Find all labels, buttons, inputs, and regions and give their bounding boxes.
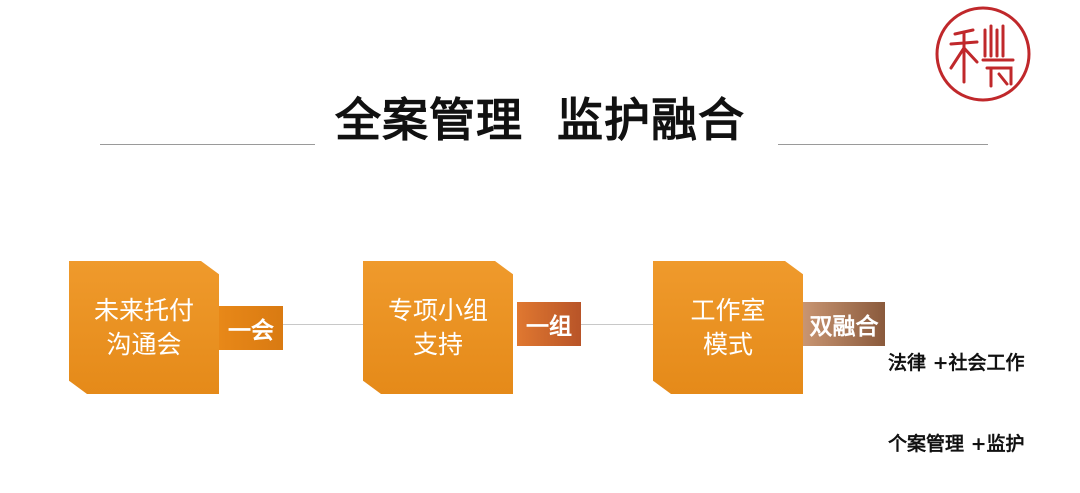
page-title: 全案管理 监护融合 [334, 93, 746, 147]
title-rule-right [778, 144, 988, 145]
title-rule-left [100, 144, 315, 145]
step-box-2: 专项小组 支持 [363, 261, 513, 394]
step-3-line-1: 工作室 [690, 295, 766, 325]
description-line-1: 法律 +社会工作 [888, 352, 1025, 374]
connector-line-2 [581, 324, 653, 325]
step-2-line-2: 支持 [412, 329, 463, 359]
description-line-2: 个案管理 +监护 [888, 433, 1025, 455]
step-box-1: 未来托付 沟通会 [69, 261, 219, 394]
step-tag-1: 一会 [219, 306, 283, 350]
connector-line-1 [283, 324, 363, 325]
step-1-line-2: 沟通会 [106, 329, 182, 359]
step-2-line-1: 专项小组 [387, 295, 488, 325]
step-3-line-2: 模式 [702, 329, 753, 359]
step-1-line-1: 未来托付 [93, 295, 194, 325]
step-box-3: 工作室 模式 [653, 261, 803, 394]
step-tag-2: 一组 [517, 302, 581, 346]
integration-description: 法律 +社会工作 个案管理 +监护 [888, 296, 1025, 485]
seal-logo [935, 6, 1031, 102]
step-tag-3: 双融合 [803, 302, 885, 346]
